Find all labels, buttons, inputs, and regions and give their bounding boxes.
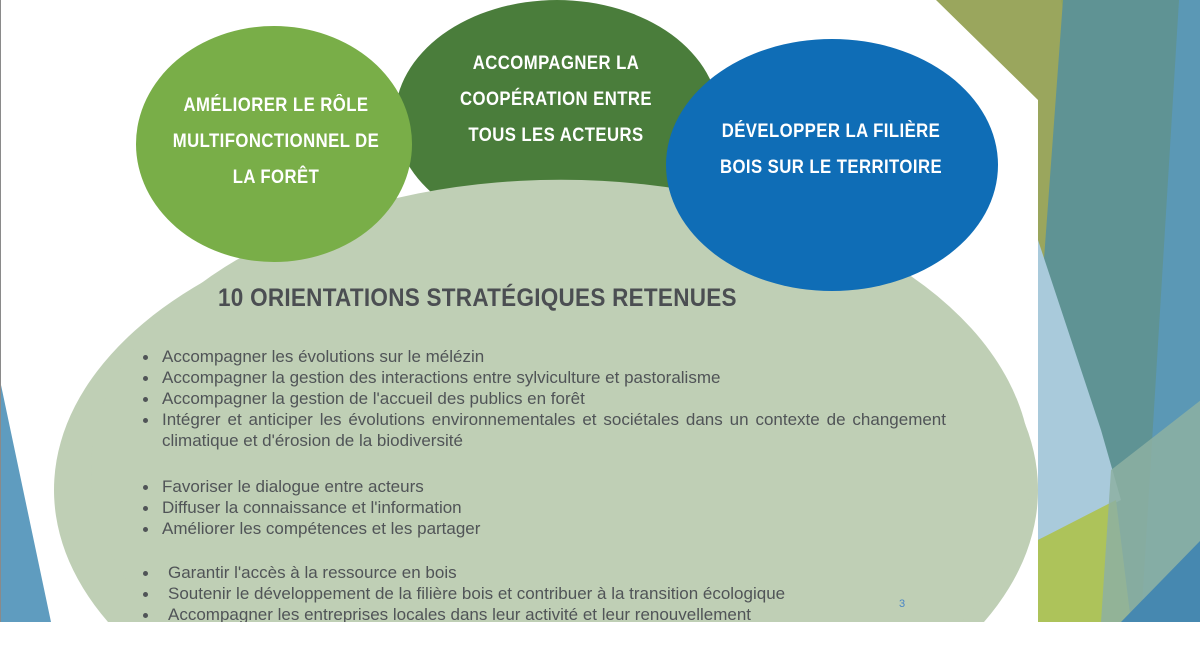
- deco-deep-blue: [1121, 541, 1200, 622]
- blue-bubble: [666, 39, 998, 291]
- orientation-list-group-3: Garantir l'accès à la ressource en bois …: [141, 562, 946, 622]
- list-item: Diffuser la connaissance et l'informatio…: [141, 497, 946, 518]
- orientation-list-group-1: Accompagner les évolutions sur le mélézi…: [141, 346, 946, 451]
- dark-green-bubble: [395, 0, 719, 236]
- list-item: Accompagner la gestion des interactions …: [141, 367, 946, 388]
- slide: AMÉLIORER LE RÔLE MULTIFONCTIONNEL DE LA…: [0, 0, 1200, 622]
- page-number: 3: [899, 598, 906, 610]
- list-item: Soutenir le développement de la filière …: [141, 583, 946, 604]
- bubble-text-wood-industry: DÉVELOPPER LA FILIÈRE BOIS SUR LE TERRIT…: [719, 121, 943, 178]
- list-item: Accompagner la gestion de l'accueil des …: [141, 388, 946, 409]
- deco-light-blue: [1038, 240, 1121, 540]
- list-item: Accompagner les évolutions sur le mélézi…: [141, 346, 946, 367]
- list-item: Intégrer et anticiper les évolutions env…: [141, 409, 946, 451]
- deco-left-triangle: [1, 385, 51, 622]
- list-item: Garantir l'accès à la ressource en bois: [141, 562, 946, 583]
- list-item: Améliorer les compétences et les partage…: [141, 518, 946, 539]
- slide-background: [1, 0, 1200, 622]
- list-item: Accompagner les entreprises locales dans…: [141, 604, 946, 622]
- pale-green-overlap: [91, 179, 1031, 622]
- light-green-bubble: [136, 26, 412, 262]
- bubble-text-multifunctional-forest: AMÉLIORER LE RÔLE MULTIFONCTIONNEL DE LA…: [172, 95, 380, 188]
- list-item: Favoriser le dialogue entre acteurs: [141, 476, 946, 497]
- bubble-text-cooperation: ACCOMPAGNER LA COOPÉRATION ENTRE TOUS LE…: [459, 53, 653, 146]
- orientation-list-group-2: Favoriser le dialogue entre acteurs Diff…: [141, 476, 946, 539]
- section-heading: 10 ORIENTATIONS STRATÉGIQUES RETENUES: [218, 284, 737, 312]
